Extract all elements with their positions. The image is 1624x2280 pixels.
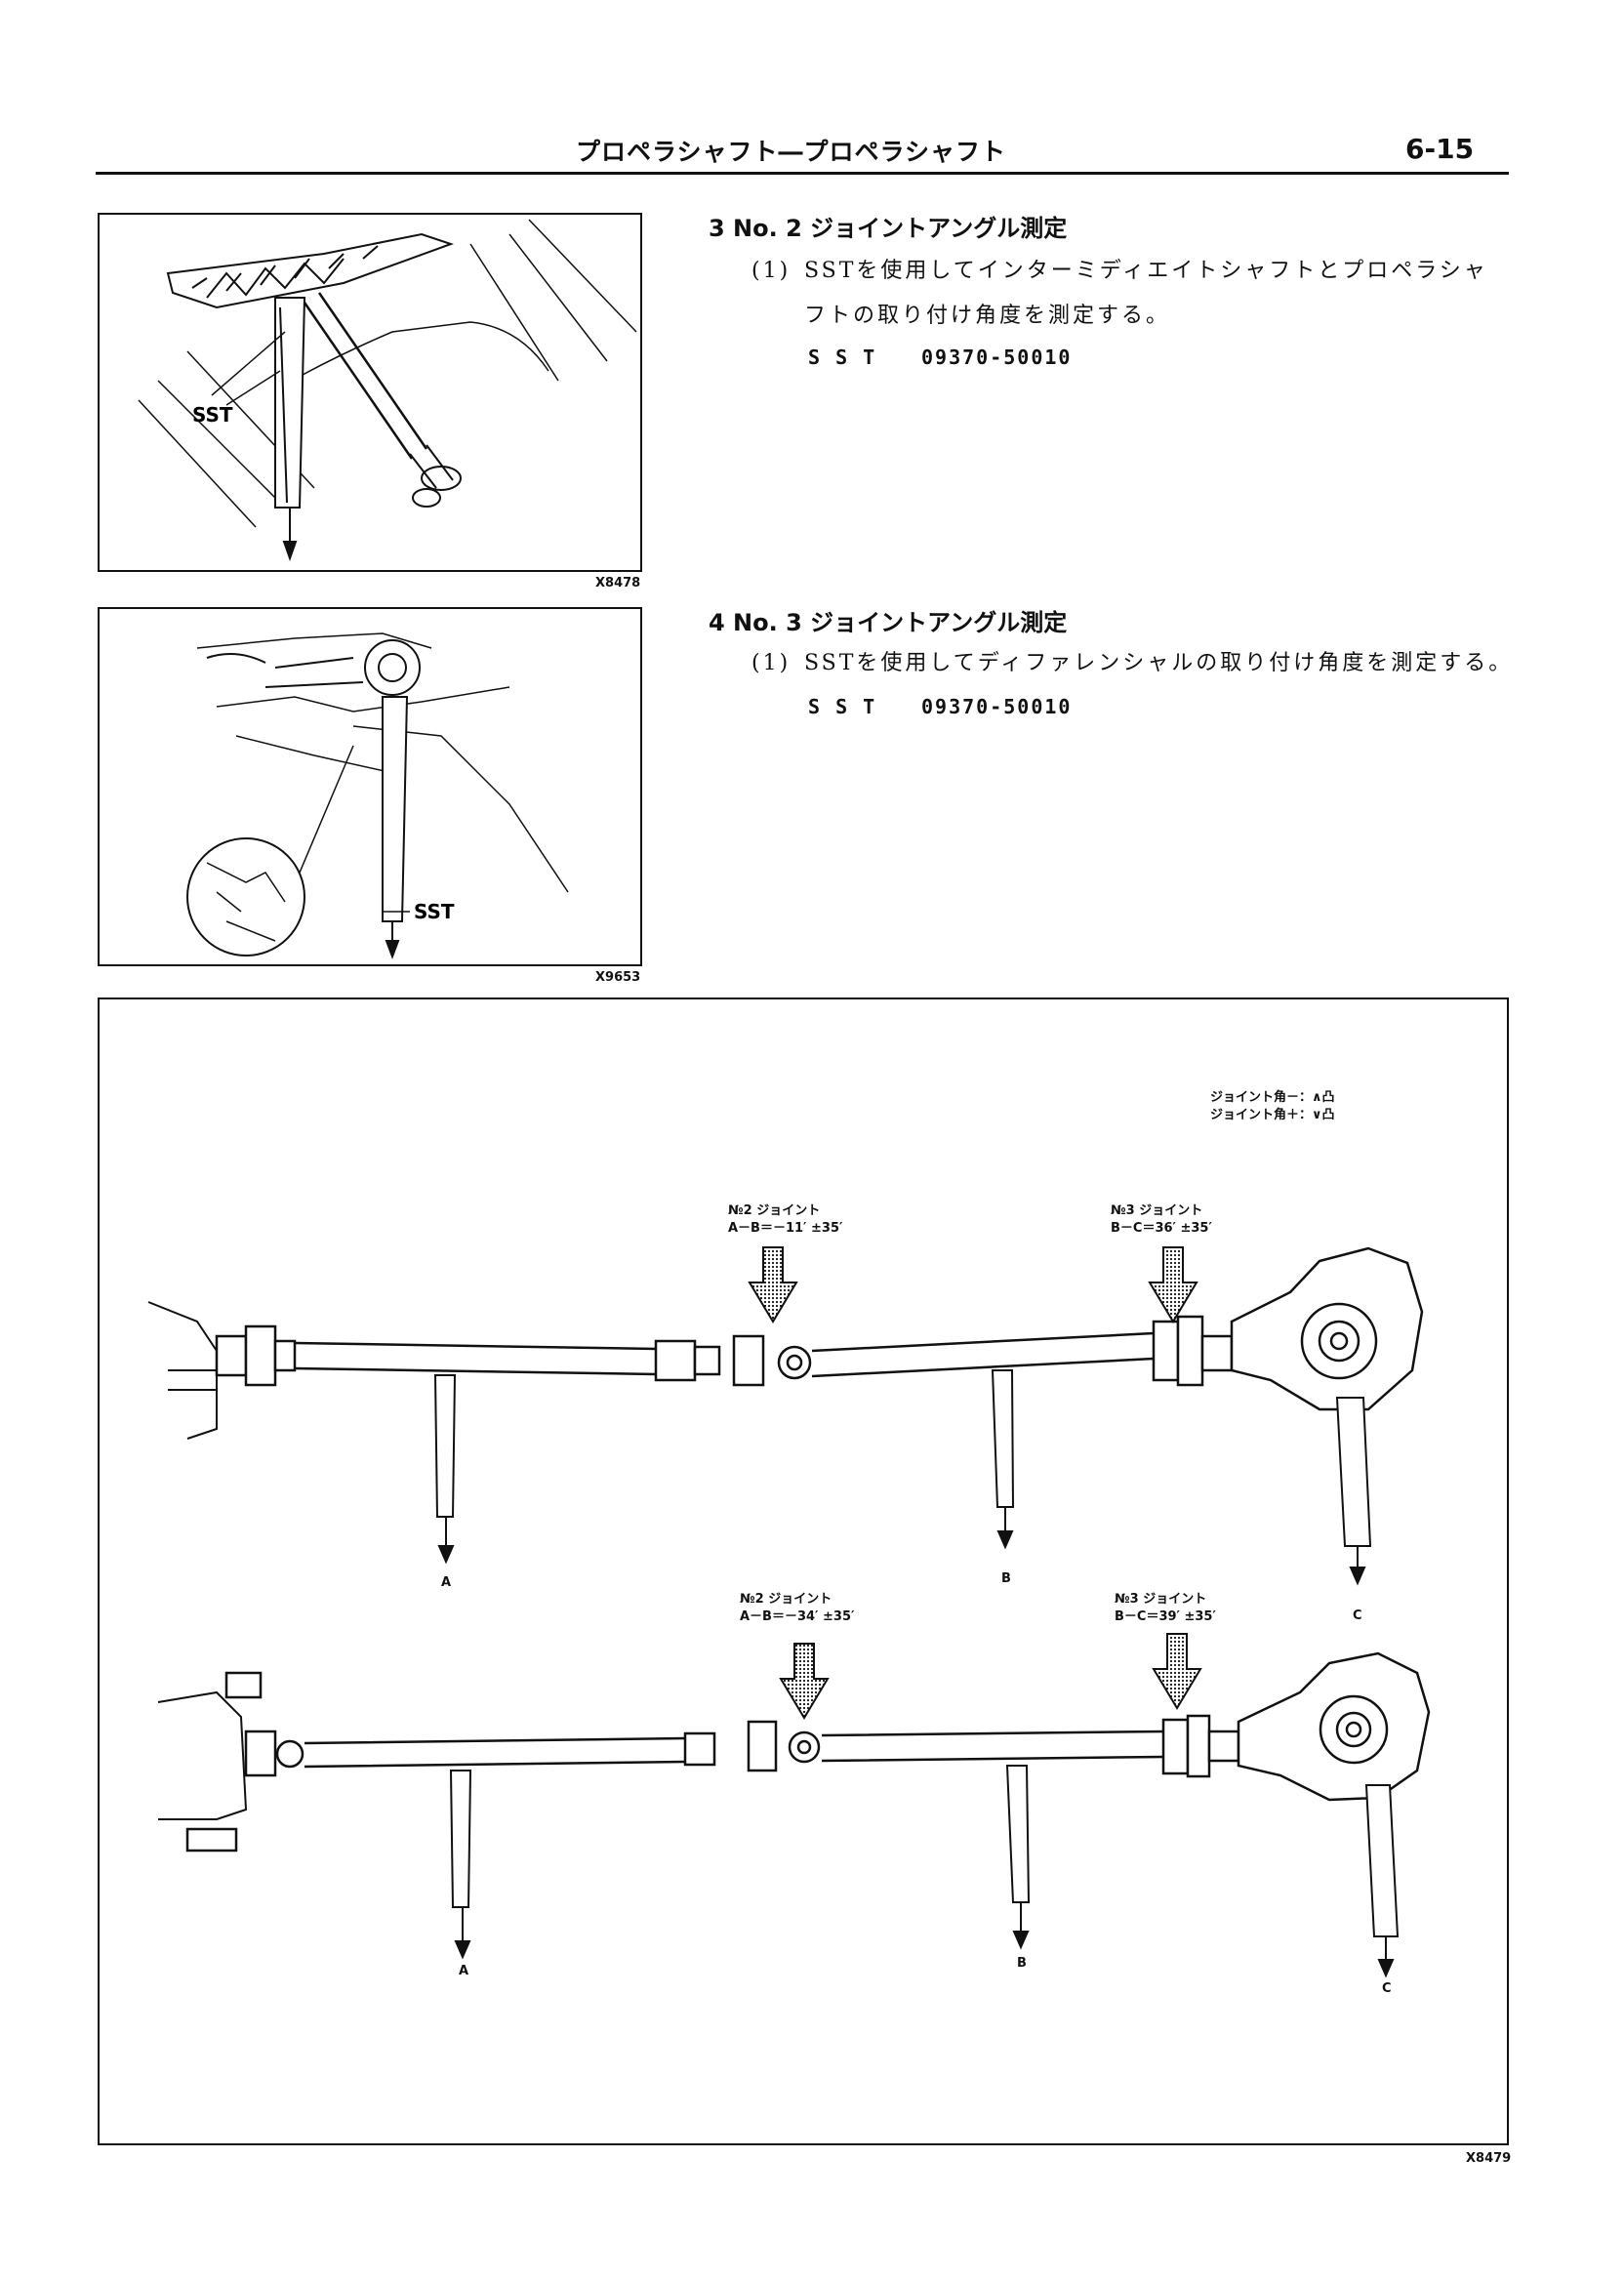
page-number: 6-15 xyxy=(1405,133,1475,165)
figure-x8478-callout: SST xyxy=(192,403,233,427)
step4-heading: 4 No. 3 ジョイントアングル測定 xyxy=(709,609,1068,636)
upper-joint2-arrow xyxy=(748,1246,798,1323)
upper-point-b: B xyxy=(1001,1571,1011,1586)
step4-line1: SSTを使用してディファレンシャルの取り付け角度を測定する。 xyxy=(804,651,1514,675)
lower-joint3-arrow xyxy=(1152,1633,1202,1710)
step4-sst-code: 09370-50010 xyxy=(921,695,1073,718)
lower-driveline xyxy=(157,1651,1431,1852)
figure-x8478-drawing: SST xyxy=(138,219,637,562)
step3-line1: SSTを使用してインターミディエイトシャフトとプロペラシャ xyxy=(804,259,1488,283)
upper-joint3-name: №3 ジョイント xyxy=(1111,1203,1203,1218)
figure-x8479: ジョイント角－：∧凸 ジョイント角＋：∨凸 №2 ジョイント A－B＝－11′ … xyxy=(98,998,1509,2145)
lower-point-c: C xyxy=(1382,1981,1392,1996)
upper-joint3-arrow xyxy=(1148,1246,1198,1323)
lower-point-a: A xyxy=(459,1964,469,1978)
step3-sst-label: S S T xyxy=(808,346,877,369)
upper-joint2-name: №2 ジョイント xyxy=(728,1203,821,1218)
header-rule xyxy=(96,172,1509,175)
upper-point-a: A xyxy=(441,1575,452,1590)
upper-point-c: C xyxy=(1353,1608,1362,1623)
lower-point-b: B xyxy=(1017,1956,1027,1971)
upper-joint3-angle: B－C＝36′ ±35′ xyxy=(1111,1221,1212,1236)
step3-sst-code: 09370-50010 xyxy=(921,346,1073,369)
step4-sst-label: S S T xyxy=(808,695,877,718)
lower-joint3-angle: B－C＝39′ ±35′ xyxy=(1115,1609,1216,1624)
lower-joint2-angle: A－B＝－34′ ±35′ xyxy=(740,1609,855,1624)
lower-joint2-arrow xyxy=(779,1643,830,1720)
page-header-title: プロペラシャフト―プロペラシャフト xyxy=(576,138,1007,166)
joint-angle-legend-line1: ジョイント角－：∧凸 xyxy=(1210,1090,1335,1105)
joint-angle-legend-line2: ジョイント角＋：∨凸 xyxy=(1210,1108,1335,1122)
step3-heading: 3 No. 2 ジョイントアングル測定 xyxy=(709,215,1068,242)
figure-x9653: SST xyxy=(98,607,642,966)
step3-item-number: (1) xyxy=(751,259,792,283)
lower-joint2-name: №2 ジョイント xyxy=(740,1592,832,1607)
figure-x8478: SST xyxy=(98,213,642,572)
upper-driveline xyxy=(147,1246,1424,1440)
lower-joint3-name: №3 ジョイント xyxy=(1115,1592,1207,1607)
step3-line2: フトの取り付け角度を測定する。 xyxy=(804,304,1171,328)
figure-x8478-code: X8478 xyxy=(595,576,641,590)
figure-x9653-code: X9653 xyxy=(595,970,641,985)
figure-x9653-callout: SST xyxy=(414,900,455,923)
figure-x8479-code: X8479 xyxy=(1466,2151,1512,2166)
step4-item-number: (1) xyxy=(751,651,792,675)
upper-joint2-angle: A－B＝－11′ ±35′ xyxy=(728,1221,843,1236)
figure-x9653-drawing: SST xyxy=(186,632,569,959)
figure-x8479-drawing xyxy=(147,1246,1431,1978)
